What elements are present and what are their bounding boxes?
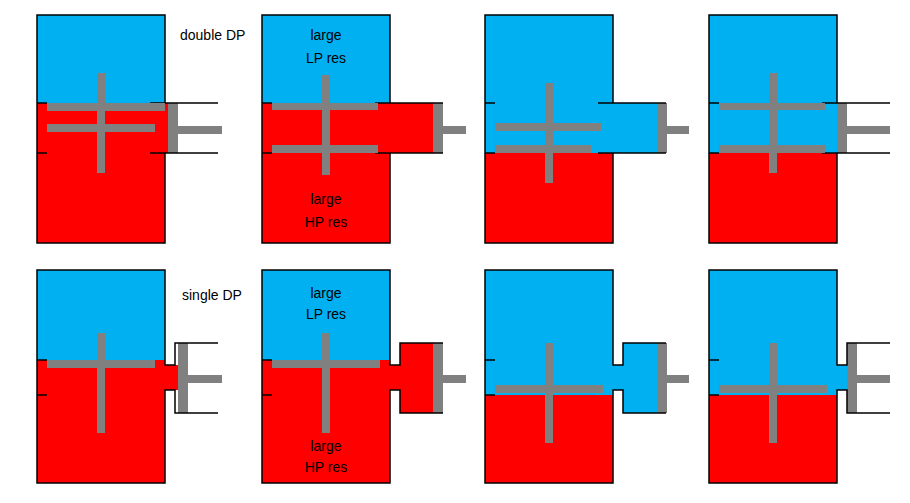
single-dp-stage-2 [262, 270, 466, 483]
stage-title: double DP [180, 27, 245, 43]
reservoir-label-box: large HP res [301, 188, 351, 234]
single-dp-stage-3 [485, 270, 689, 483]
double-dp-stage-3 [485, 15, 689, 243]
reservoir-label: large LP res [301, 283, 351, 325]
reservoir-label-box: large LP res [301, 24, 351, 70]
reservoir-label: large HP res [301, 436, 351, 478]
reservoir-label-box: large LP res [301, 283, 351, 325]
double-dp-stage-2 [262, 15, 466, 243]
reservoir-label: large LP res [301, 24, 351, 70]
reservoir-label-box: large HP res [301, 436, 351, 478]
stage-title: single DP [182, 287, 242, 303]
double-dp-stage-1 [37, 15, 222, 243]
single-dp-stage-4 [709, 270, 890, 483]
double-dp-stage-4 [709, 15, 890, 243]
reservoir-label: large HP res [301, 188, 351, 234]
